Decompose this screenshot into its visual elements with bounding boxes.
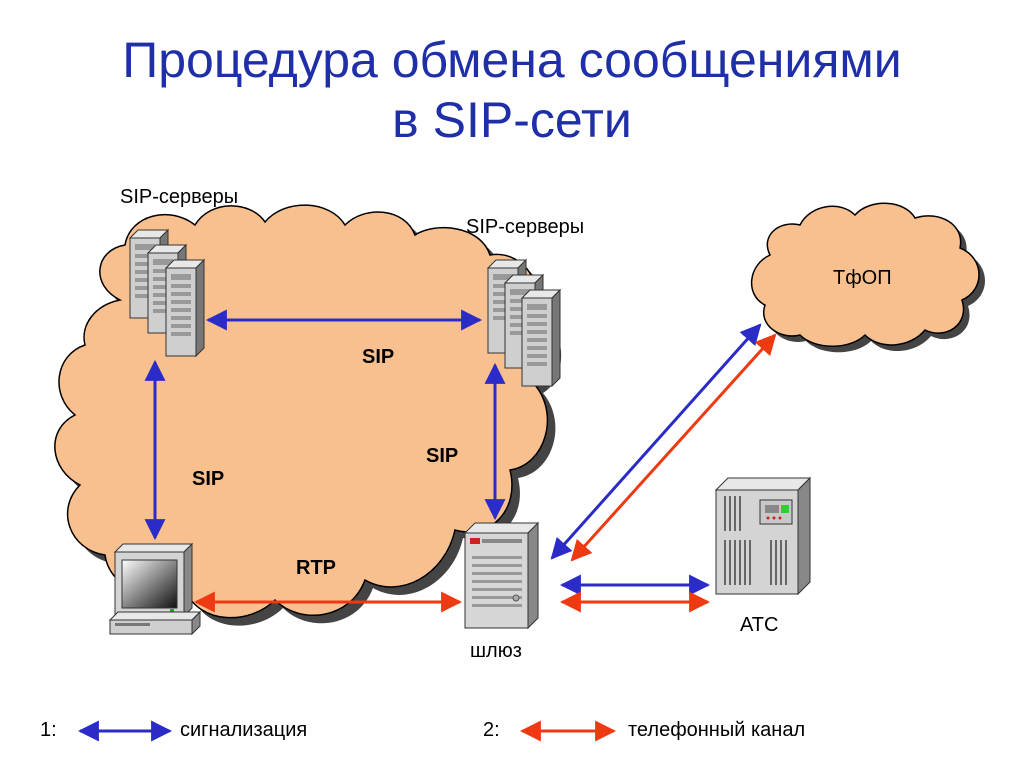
sip-servers-right-label: SIP-серверы — [466, 216, 585, 238]
pstn-label: ТфОП — [833, 267, 892, 289]
sip-right-label: SIP — [426, 445, 459, 467]
computer-terminal-icon — [108, 542, 202, 636]
legend-signaling-label: сигнализация — [180, 719, 308, 741]
pbx-icon — [714, 476, 812, 596]
legend-1-number: 1: — [40, 719, 57, 741]
sip-top-label: SIP — [362, 346, 395, 368]
title-line-2: в SIP-сети — [392, 92, 632, 148]
title-line-1: Процедура обмена сообщениями — [122, 32, 902, 88]
voice-link-pstn — [570, 333, 777, 562]
sip-server-stack-right-icon — [486, 258, 562, 388]
pstn-cloud — [750, 202, 986, 353]
page-title: Процедура обмена сообщениями в SIP-сети — [0, 30, 1024, 150]
legend-2-number: 2: — [483, 719, 500, 741]
sip-left-label: SIP — [192, 468, 225, 490]
sip-servers-left-label: SIP-серверы — [120, 186, 239, 208]
legend-voice-label: телефонный канал — [628, 719, 806, 741]
gateway-icon — [463, 521, 540, 630]
pbx-label: АТС — [740, 614, 779, 636]
gateway-label: шлюз — [470, 640, 522, 662]
rtp-label: RTP — [296, 557, 336, 579]
sip-server-stack-left-icon — [128, 228, 206, 358]
